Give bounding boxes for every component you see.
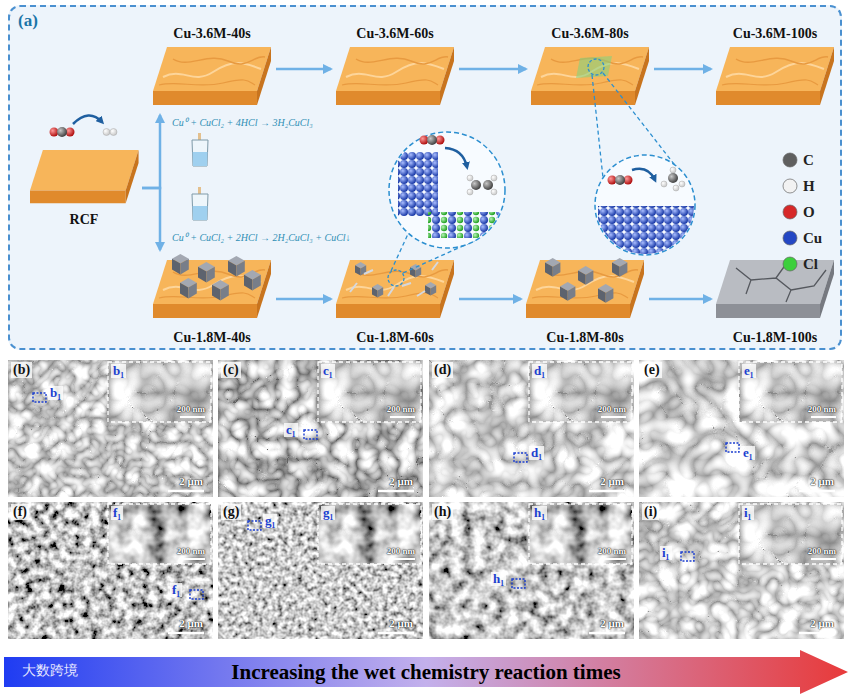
scale-label: 200 nm [598, 403, 626, 415]
sem-image-panel: (b) b₁ 200 nm b₁ 2 μm [8, 360, 213, 497]
legend-swatch [782, 204, 798, 220]
scale-label: 200 nm [387, 403, 415, 415]
process-arrow [276, 68, 331, 71]
region-label: i₁ [660, 546, 672, 560]
inset-label: b₁ [111, 364, 126, 378]
sem-image-panel: (c) c₁ 200 nm c₁ 2 μm [218, 360, 423, 497]
inset-label: e₁ [742, 364, 756, 378]
scale-label: 2 μm [389, 475, 413, 487]
sample-stage: Cu-3.6M-80s [528, 25, 652, 113]
process-arrow [459, 68, 526, 71]
atom-swatch [783, 257, 797, 271]
process-arrow [654, 68, 711, 71]
reaction-equation: Cu⁰ + CuCl₂ + 2HCl → 2H₂CuCl₃ + CuCl↓ [172, 230, 351, 244]
process-arrow [649, 298, 711, 301]
panel-letter: (c) [221, 362, 241, 378]
sample-label: Cu-3.6M-80s [551, 25, 628, 42]
region-label: g₁ [263, 514, 277, 528]
trend-arrow: Increasing the wet chemistry reaction ti… [4, 650, 848, 694]
sample-label: Cu-3.6M-100s [733, 25, 817, 42]
inset-label: i₁ [742, 506, 754, 520]
atom-swatch [783, 205, 797, 219]
scale-label: 2 μm [600, 617, 624, 629]
region-label: b₁ [48, 386, 63, 400]
inset-label: d₁ [532, 364, 547, 378]
region-label: h₁ [491, 572, 506, 586]
region-label: f₁ [170, 583, 182, 597]
scale-label: 2 μm [810, 475, 834, 487]
sample-stage: Cu-1.8M-100s [713, 252, 837, 346]
sample-stage: Cu-1.8M-40s [150, 252, 274, 346]
panel-letter: (a) [18, 11, 38, 31]
sem-image-panel: (f) f₁ 200 nm f₁ 2 μm [8, 502, 213, 639]
panel-letter: (b) [11, 362, 32, 378]
sem-image-panel: (h) h₁ 200 nm h₁ 2 μm [429, 502, 634, 639]
trend-label: Increasing the wet chemistry reaction ti… [231, 660, 620, 684]
scale-label: 2 μm [810, 617, 834, 629]
panel-letter: (i) [642, 504, 659, 520]
watermark: 大数跨境 [22, 662, 78, 680]
inset-label: h₁ [532, 506, 547, 520]
region-label: c₁ [284, 423, 298, 437]
scale-label: 200 nm [387, 545, 415, 557]
scale-label: 2 μm [600, 475, 624, 487]
legend-label: C [803, 151, 814, 169]
sample-stage: RCF [28, 148, 140, 228]
panel-letter: (g) [221, 504, 241, 520]
legend-swatch [782, 256, 798, 272]
panel-letter: (d) [432, 362, 453, 378]
sample-stage: Cu-3.6M-40s [150, 25, 274, 113]
panel-letter: (f) [11, 504, 29, 520]
scale-label: 2 μm [179, 475, 203, 487]
panel-letter: (h) [432, 504, 453, 520]
sample-label: RCF [70, 211, 99, 228]
scale-label: 200 nm [808, 545, 836, 557]
sample-label: Cu-1.8M-100s [733, 329, 817, 346]
scale-label: 200 nm [177, 403, 205, 415]
sample-stage: Cu-1.8M-80s [523, 252, 647, 346]
reaction-equation: Cu⁰ + CuCl₂ + 4HCl → 3H₂CuCl₃ [172, 115, 313, 129]
sample-stage: Cu-1.8M-60s [333, 252, 457, 346]
scale-label: 2 μm [389, 617, 413, 629]
sample-label: Cu-3.6M-40s [173, 25, 250, 42]
sem-image-panel: (e) e₁ 200 nm e₁ 2 μm [639, 360, 844, 497]
sample-label: Cu-3.6M-60s [356, 25, 433, 42]
legend-swatch [782, 178, 798, 194]
legend-label: H [803, 177, 815, 195]
legend-swatch [782, 152, 798, 168]
region-label: d₁ [529, 446, 544, 460]
scale-label: 200 nm [598, 545, 626, 557]
inset-label: f₁ [111, 506, 123, 520]
legend-label: O [803, 203, 815, 221]
inset-label: g₁ [321, 506, 335, 520]
atom-swatch [783, 231, 797, 245]
sem-image-panel: (g) g₁ 200 nm g₁ 2 μm [218, 502, 423, 639]
sample-label: Cu-1.8M-80s [546, 329, 623, 346]
sample-label: Cu-1.8M-40s [173, 329, 250, 346]
sem-image-panel: (d) d₁ 200 nm d₁ 2 μm [429, 360, 634, 497]
process-arrow [459, 298, 521, 301]
sample-label: Cu-1.8M-60s [356, 329, 433, 346]
sem-image-panel: (i) i₁ 200 nm i₁ 2 μm [639, 502, 844, 639]
region-label: e₁ [741, 446, 755, 460]
atom-swatch [783, 153, 797, 167]
process-arrow [276, 298, 331, 301]
legend-label: Cl [803, 255, 818, 273]
panel-letter: (e) [642, 362, 662, 378]
scale-label: 200 nm [177, 545, 205, 557]
legend-swatch [782, 230, 798, 246]
sample-stage: Cu-3.6M-100s [713, 25, 837, 113]
figure-panel: (a)RCFCu-3.6M-40sCu-3.6M-60sCu-3.6M-80sC… [8, 5, 842, 350]
scale-label: 200 nm [808, 403, 836, 415]
process-arrow [142, 115, 160, 188]
sample-stage: Cu-3.6M-60s [333, 25, 457, 113]
atom-swatch [783, 179, 797, 193]
legend-label: Cu [803, 229, 822, 247]
process-arrow [142, 188, 160, 250]
scale-label: 2 μm [179, 617, 203, 629]
inset-label: c₁ [321, 364, 335, 378]
